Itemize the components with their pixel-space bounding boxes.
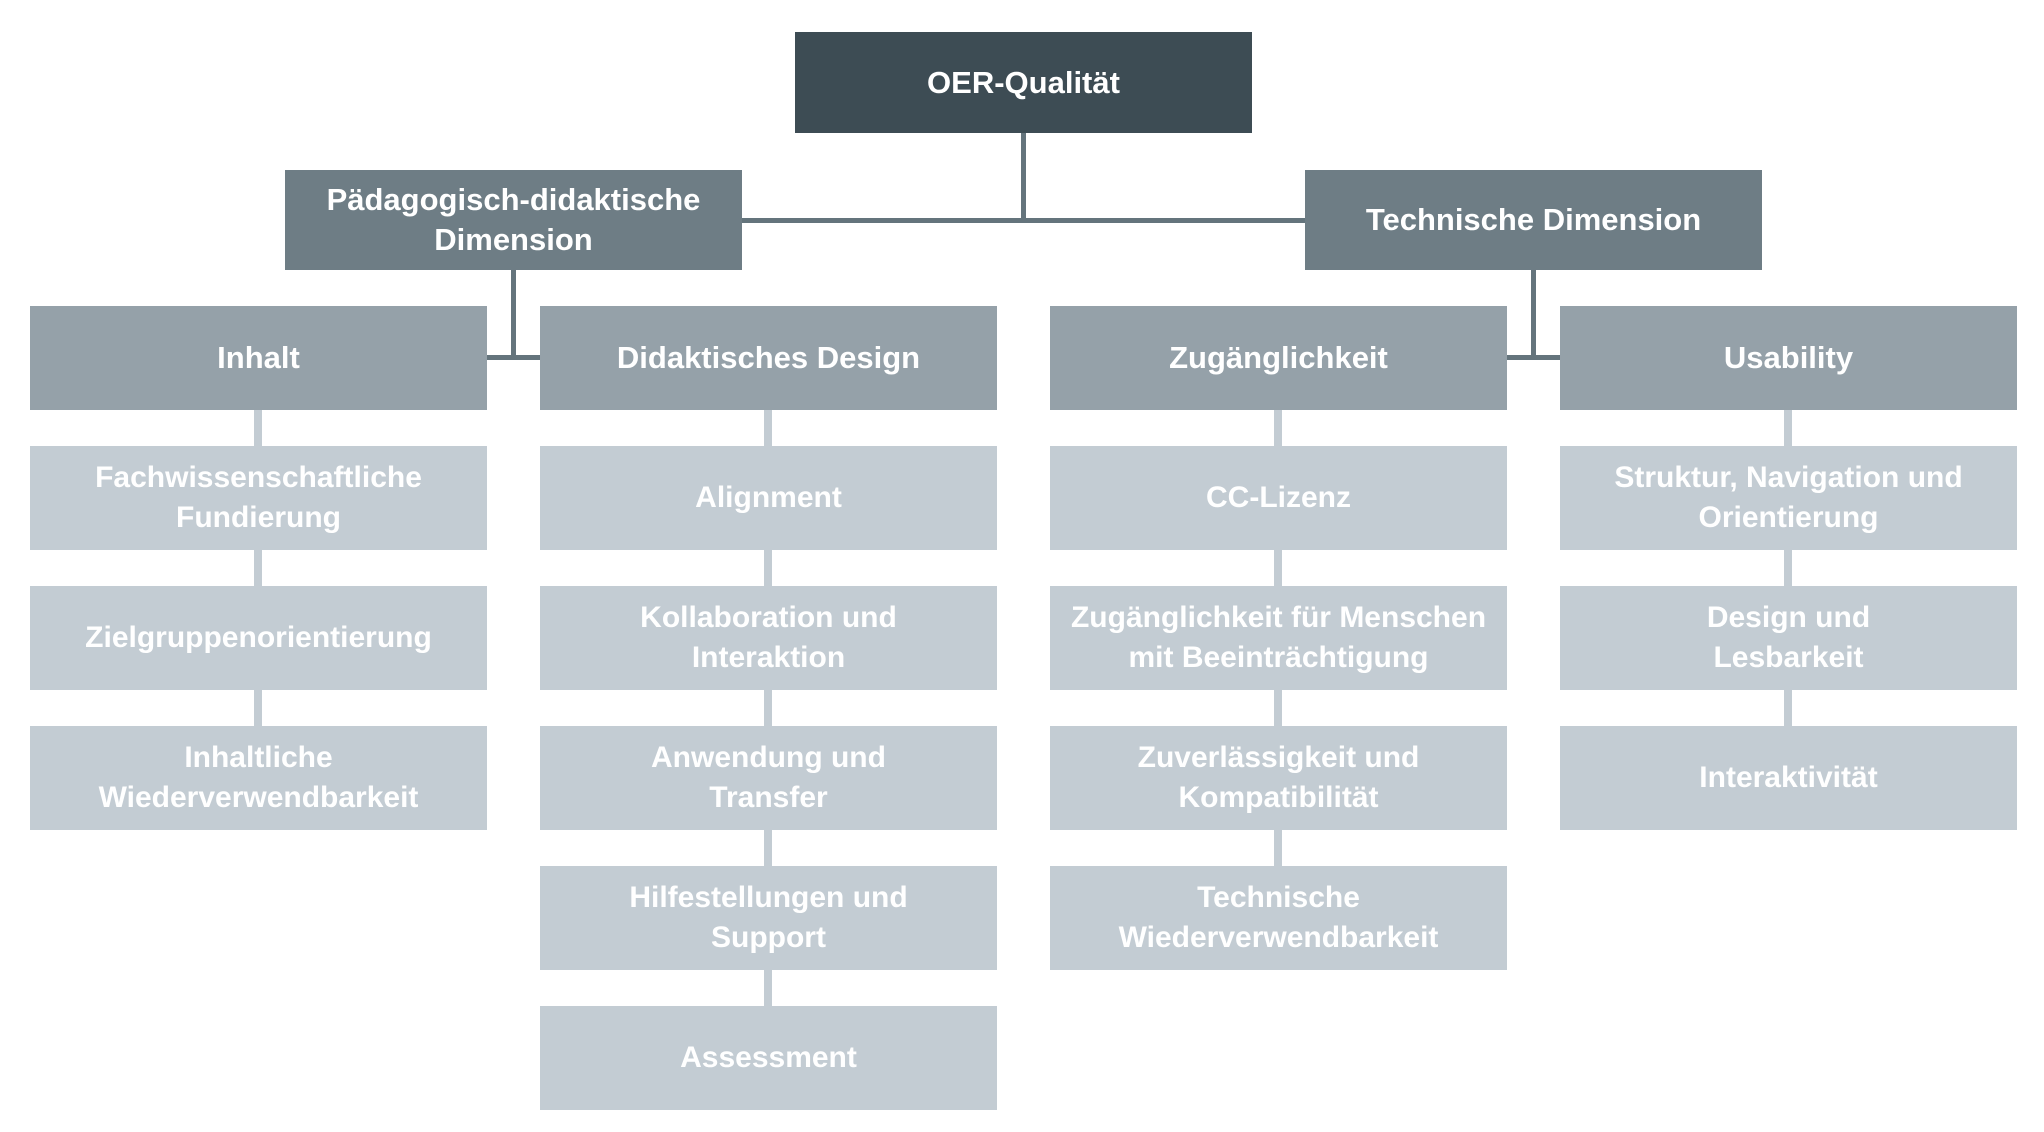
node-interaktivitaet: Interaktivität bbox=[1560, 726, 2017, 830]
node-oer-qualitaet: OER-Qualität bbox=[795, 32, 1252, 133]
node-alignment: Alignment bbox=[540, 446, 997, 550]
connector-col4-gap0 bbox=[1784, 410, 1792, 446]
node-inhaltliche-wiederverwendbarkeit: Inhaltliche Wiederverwendbarkeit bbox=[30, 726, 487, 830]
node-inhalt: Inhalt bbox=[30, 306, 487, 410]
connector-col3-gap2 bbox=[1274, 690, 1282, 726]
connector-col3-gap1 bbox=[1274, 550, 1282, 586]
connector-col4-gap1 bbox=[1784, 550, 1792, 586]
node-design-und-lesbarkeit: Design und Lesbarkeit bbox=[1560, 586, 2017, 690]
connector-col2-gap1 bbox=[764, 550, 772, 586]
node-struktur-navigation-orientierung: Struktur, Navigation und Orientierung bbox=[1560, 446, 2017, 550]
connector-col1-gap0 bbox=[254, 410, 262, 446]
connector-col1-gap2 bbox=[254, 690, 262, 726]
connector-col3-gap3 bbox=[1274, 830, 1282, 866]
connector-dim1-vertical bbox=[511, 270, 516, 360]
node-technische-dimension: Technische Dimension bbox=[1305, 170, 1762, 270]
node-paedagogisch-didaktische-dimension: Pädagogisch-didaktische Dimension bbox=[285, 170, 742, 270]
connector-root-horizontal bbox=[742, 218, 1305, 223]
node-didaktisches-design: Didaktisches Design bbox=[540, 306, 997, 410]
node-zuverlaessigkeit-und-kompatibilitaet: Zuverlässigkeit und Kompatibilität bbox=[1050, 726, 1507, 830]
node-zielgruppenorientierung: Zielgruppenorientierung bbox=[30, 586, 487, 690]
node-cc-lizenz: CC-Lizenz bbox=[1050, 446, 1507, 550]
connector-dim2-tee bbox=[1507, 355, 1560, 360]
connector-dim2-vertical bbox=[1531, 270, 1536, 360]
node-usability: Usability bbox=[1560, 306, 2017, 410]
connector-col2-gap3 bbox=[764, 830, 772, 866]
node-anwendung-und-transfer: Anwendung und Transfer bbox=[540, 726, 997, 830]
node-zugaenglichkeit-fuer-menschen: Zugänglichkeit für Menschen mit Beeinträ… bbox=[1050, 586, 1507, 690]
connector-dim1-tee bbox=[487, 355, 540, 360]
node-assessment: Assessment bbox=[540, 1006, 997, 1110]
node-hilfestellungen-und-support: Hilfestellungen und Support bbox=[540, 866, 997, 970]
connector-col3-gap0 bbox=[1274, 410, 1282, 446]
connector-col2-gap2 bbox=[764, 690, 772, 726]
connector-col1-gap1 bbox=[254, 550, 262, 586]
node-technische-wiederverwendbarkeit: Technische Wiederverwendbarkeit bbox=[1050, 866, 1507, 970]
node-fachwissenschaftliche-fundierung: Fachwissenschaftliche Fundierung bbox=[30, 446, 487, 550]
connector-col2-gap0 bbox=[764, 410, 772, 446]
connector-root-vertical bbox=[1021, 133, 1026, 222]
connector-col2-gap4 bbox=[764, 970, 772, 1006]
node-kollaboration-und-interaktion: Kollaboration und Interaktion bbox=[540, 586, 997, 690]
node-zugaenglichkeit: Zugänglichkeit bbox=[1050, 306, 1507, 410]
connector-col4-gap2 bbox=[1784, 690, 1792, 726]
